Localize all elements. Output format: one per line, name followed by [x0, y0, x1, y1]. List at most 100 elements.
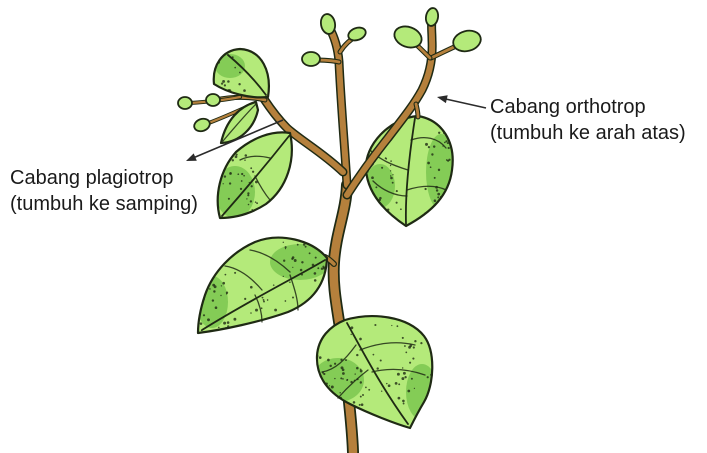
stipple-dot: [390, 175, 391, 176]
stipple-dot: [342, 372, 345, 375]
stipple-dot: [245, 154, 248, 157]
bud: [451, 28, 483, 55]
stipple-dot: [197, 273, 200, 276]
stipple-dot: [244, 159, 246, 161]
stipple-dot: [340, 377, 342, 379]
stipple-dot: [381, 391, 382, 392]
stipple-dot: [198, 295, 200, 297]
stipple-dot: [327, 359, 330, 362]
leaf-left-middle: [196, 238, 330, 333]
bud: [192, 117, 211, 134]
stipple-dot: [404, 345, 406, 347]
stipple-dot: [301, 261, 303, 263]
stipple-dot: [241, 173, 243, 175]
stipple-dot: [398, 397, 401, 400]
stipple-dot: [433, 145, 435, 147]
stipple-dot: [234, 272, 236, 274]
stipple-dot: [365, 387, 367, 389]
stipple-dot: [439, 213, 441, 215]
stipple-dot: [223, 322, 226, 325]
stipple-dot: [390, 165, 391, 166]
stipple-dot: [360, 396, 362, 398]
stipple-dot: [285, 300, 287, 302]
stipple-dot: [412, 358, 414, 360]
stipple-dot: [427, 421, 430, 424]
stipple-dot: [321, 268, 323, 270]
stipple-dot: [305, 246, 307, 248]
stipple-dot: [353, 401, 356, 404]
stipple-dot: [250, 200, 252, 202]
stipple-dot: [334, 363, 336, 365]
stipple-dot: [324, 402, 326, 404]
stipple-dot: [244, 298, 246, 300]
stipple-dot: [292, 296, 294, 298]
stipple-dot: [317, 267, 319, 269]
stipple-dot: [371, 176, 374, 179]
orthotrop-label: Cabang orthotrop (tumbuh ke arah atas): [490, 96, 686, 144]
stipple-dot: [445, 140, 447, 142]
bud: [319, 13, 336, 35]
stipple-dot: [414, 340, 416, 342]
stipple-dot: [323, 250, 326, 253]
stipple-dot: [375, 186, 377, 188]
stipple-dot: [229, 329, 231, 331]
stipple-dot: [396, 202, 398, 204]
stipple-dot: [315, 257, 317, 259]
stipple-dot: [425, 330, 428, 333]
leaf-top-left: [214, 49, 269, 97]
stipple-dot: [329, 365, 331, 367]
stipple-dot: [404, 376, 406, 378]
stipple-dot: [440, 206, 442, 208]
stipple-dot: [388, 384, 391, 387]
stipple-dot: [431, 153, 433, 155]
stipple-dot: [431, 395, 433, 397]
stipple-dot: [442, 217, 443, 218]
stipple-dot: [283, 242, 284, 243]
stipple-dot: [420, 342, 422, 344]
stipple-dot: [418, 424, 420, 426]
stipple-dot: [407, 390, 410, 393]
stipple-dot: [398, 383, 400, 385]
stipple-dot: [228, 330, 230, 332]
stipple-dot: [408, 346, 411, 349]
stipple-dot: [334, 378, 335, 379]
stipple-dot: [437, 193, 440, 196]
stipple-dot: [411, 378, 413, 380]
stipple-dot: [392, 182, 394, 184]
stipple-dot: [377, 367, 379, 369]
stipple-dot: [241, 180, 243, 182]
stipple-dot: [233, 318, 236, 321]
stipple-dot: [425, 143, 428, 146]
stipple-dot: [294, 259, 297, 262]
stipple-dot: [235, 155, 238, 158]
stipple-dot: [314, 279, 317, 282]
stipple-dot: [444, 142, 446, 144]
stipple-dot: [243, 175, 245, 177]
stipple-dot: [250, 312, 252, 314]
stipple-dot: [212, 284, 215, 287]
stipple-dot: [403, 372, 406, 375]
stipple-dot: [347, 379, 349, 381]
stipple-dot: [227, 321, 230, 324]
stipple-dot: [379, 197, 382, 200]
stipple-dot: [427, 162, 430, 165]
stipple-dot: [203, 314, 205, 316]
stipple-dot: [436, 206, 438, 208]
stipple-dot: [222, 282, 225, 285]
leaf-bottom: [312, 316, 438, 428]
stipple-dot: [200, 322, 203, 325]
stipple-dot: [386, 158, 387, 159]
stipple-dot: [366, 194, 368, 196]
stipple-dot: [402, 400, 405, 403]
stipple-dot: [218, 327, 220, 329]
stipple-dot: [428, 398, 430, 400]
stipple-dot: [342, 378, 344, 380]
stipple-dot: [397, 325, 399, 327]
stipple-dot: [319, 397, 321, 399]
orthotrop-label-note: (tumbuh ke arah atas): [490, 122, 686, 144]
arrow-head: [186, 153, 197, 161]
stipple-dot: [441, 201, 444, 204]
stipple-dot: [401, 377, 404, 380]
stipple-dot: [396, 190, 398, 192]
stipple-dot: [240, 188, 242, 190]
